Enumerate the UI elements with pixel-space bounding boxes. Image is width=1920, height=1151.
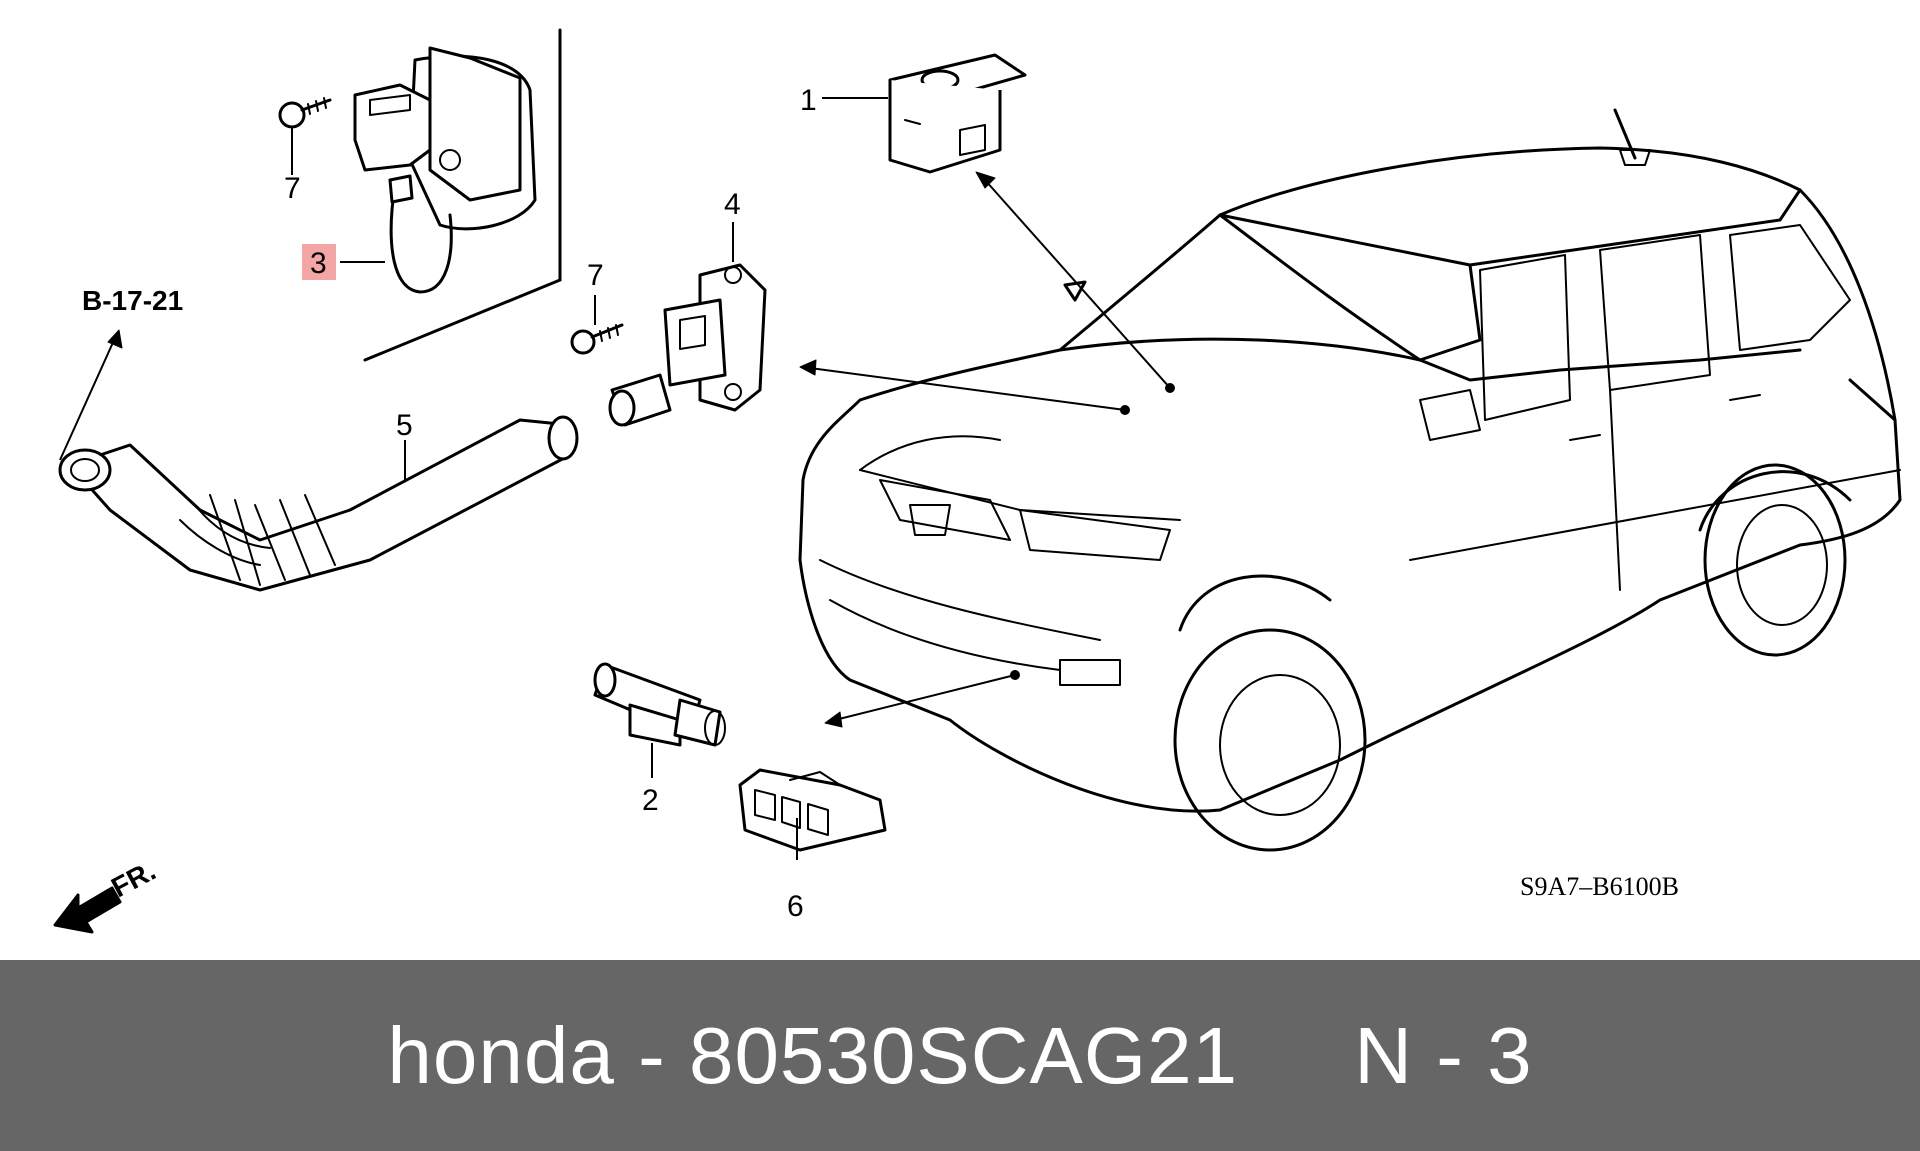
caption-text: honda - 80530SCAG21 N - 3 — [387, 1010, 1533, 1100]
part-1-switch — [888, 53, 1027, 174]
callout-5: 5 — [396, 409, 413, 442]
callout-3-highlight — [302, 244, 336, 280]
callout-4: 4 — [724, 188, 741, 221]
screw-7-middle — [570, 295, 624, 355]
part-3-sensor — [353, 46, 537, 294]
part-5-tube — [58, 415, 579, 592]
leader-lines — [59, 97, 1175, 860]
front-direction-arrow: FR. — [53, 855, 161, 934]
screw-7-upper — [278, 97, 332, 175]
vehicle-illustration — [798, 108, 1902, 852]
detail-divider — [363, 28, 562, 362]
part-6-bracket — [738, 768, 887, 852]
parts-diagram: FR. 1 2 3 4 5 6 7 7 B-17-21 S9A7–B6100B — [53, 28, 1902, 934]
part-4-module — [608, 263, 767, 427]
caption-bar: honda - 80530SCAG21 N - 3 — [0, 960, 1920, 1151]
part-2-sensor — [593, 662, 726, 747]
callout-1: 1 — [800, 84, 817, 117]
callout-6: 6 — [787, 890, 804, 923]
reference-label: B-17-21 — [82, 285, 183, 316]
callout-7-middle: 7 — [587, 259, 604, 292]
diagram-code: S9A7–B6100B — [1520, 872, 1679, 901]
callout-7-upper: 7 — [284, 172, 301, 205]
callout-2: 2 — [642, 784, 659, 817]
callout-3: 3 — [310, 247, 327, 280]
